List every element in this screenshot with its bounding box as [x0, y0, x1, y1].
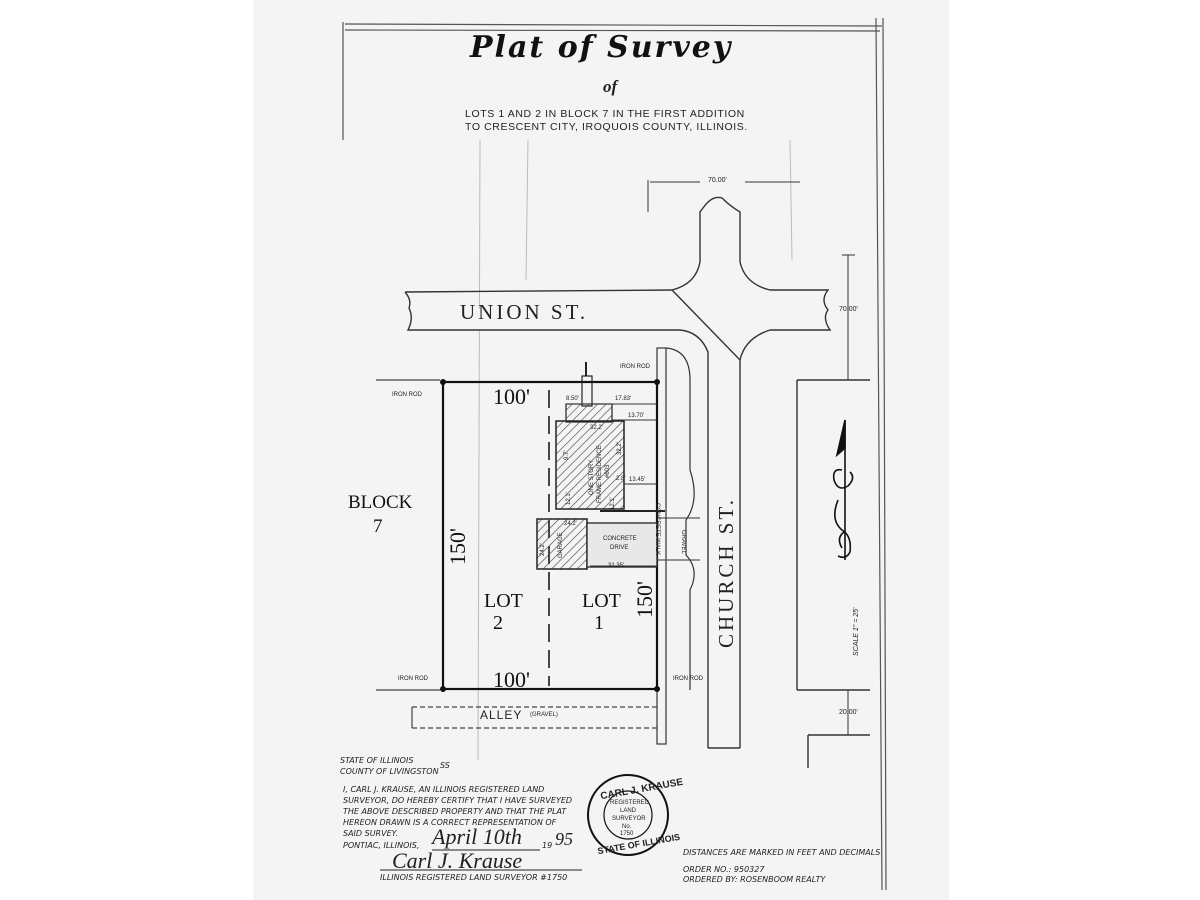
cert-state: STATE OF ILLINOIS	[340, 756, 414, 765]
cert-line1: I, CARL J. KRAUSE, AN ILLINOIS REGISTERE…	[343, 785, 545, 794]
note-order-number: ORDER NO.: 950327	[683, 865, 765, 874]
legal-description-line1: LOTS 1 AND 2 IN BLOCK 7 IN THE FIRST ADD…	[465, 108, 745, 120]
surveyor-signature: Carl J. Krause	[392, 848, 523, 873]
iron-rod-bottom-right: IRON ROD	[673, 676, 703, 682]
cert-place: PONTIAC, ILLINOIS,	[343, 841, 420, 850]
residence-label-3: #603	[605, 464, 611, 478]
dim-8-50: 8.50'	[566, 396, 579, 402]
dim-31-35: 31.35'	[608, 563, 625, 569]
dim-9-7: 9.7'	[564, 450, 570, 461]
note-ordered-by: ORDERED BY: ROSENBOOM REALTY	[683, 875, 826, 884]
dim-12-1-a: 12.1'	[566, 492, 572, 505]
concrete-drive-label-2: DRIVE	[610, 545, 629, 551]
cert-year-handwritten: 95	[555, 829, 573, 849]
alley-note: (GRAVEL)	[530, 712, 558, 718]
lot-2-label: LOT	[484, 590, 523, 612]
cert-line3: THE ABOVE DESCRIBED PROPERTY AND THAT TH…	[343, 807, 567, 816]
residence-label-1: ONE STORY	[589, 459, 595, 495]
cert-surveyor-line: ILLINOIS REGISTERED LAND SURVEYOR #1750	[380, 873, 568, 882]
lot-2-number: 2	[493, 612, 503, 634]
legal-description-line2: TO CRESCENT CITY, IROQUOIS COUNTY, ILLIN…	[465, 121, 748, 133]
street-width-right: 70.00'	[839, 306, 858, 313]
block-number: 7	[373, 516, 383, 537]
alley	[376, 379, 657, 729]
north-arrow-icon	[832, 419, 854, 560]
title-of: of	[603, 77, 618, 96]
dim-32-2-top: 32.2'	[590, 425, 603, 431]
dim-right: 150'	[632, 581, 657, 618]
cert-date-handwritten: April 10th	[432, 824, 522, 849]
alley-width: 20.00'	[839, 709, 858, 716]
cert-county: COUNTY OF LIVINGSTON	[340, 767, 439, 776]
iron-rod-bottom-left: IRON ROD	[398, 676, 428, 682]
dim-13-45: 13.45'	[629, 477, 646, 483]
cert-line2: SURVEYOR, DO HEREBY CERTIFY THAT I HAVE …	[343, 796, 573, 805]
survey-title: Plat of Survey	[470, 30, 733, 65]
street-width-top: 70.00'	[708, 177, 727, 184]
seal-inner-1: REGISTERED	[610, 800, 650, 806]
garage-label: GARAGE	[558, 532, 564, 558]
dim-17-83: 17.83'	[615, 396, 632, 402]
dim-2-8: 2.8'	[616, 476, 626, 482]
scale-label: SCALE 1" = 25'	[853, 607, 860, 656]
union-street	[404, 196, 832, 362]
iron-rod-top-left: IRON ROD	[392, 392, 422, 398]
dim-top: 100'	[493, 384, 530, 409]
concrete-drive	[586, 522, 658, 568]
surveyor-seal	[587, 774, 669, 856]
note-distances: DISTANCES ARE MARKED IN FEET AND DECIMAL…	[683, 848, 881, 857]
cert-ss: SS	[440, 761, 450, 770]
residence-building	[555, 362, 625, 510]
garage-building	[536, 518, 588, 570]
seal-inner-3: SURVEYOR	[612, 816, 646, 822]
residence-label-2: FRAME RESIDENCE	[597, 445, 603, 503]
iron-rod-top-right: IRON ROD	[620, 364, 650, 370]
dim-12-1-b: 12.1'	[610, 497, 616, 510]
seal-inner-2: LAND	[620, 808, 637, 814]
dim-24-2-b: 24.2'	[540, 543, 546, 556]
concrete-drive-label-1: CONCRETE	[603, 536, 637, 542]
cert-line4: HEREON DRAWN IS A CORRECT REPRESENTATION…	[343, 818, 557, 827]
lot-1-label: LOT	[582, 590, 621, 612]
cert-year-prefix: 19	[542, 841, 553, 850]
church-street-label: CHURCH ST.	[714, 497, 738, 648]
document-border	[342, 17, 887, 891]
alley-label: ALLEY	[480, 708, 523, 722]
concrete-walk-label: CONCRETE WALK	[654, 503, 660, 556]
seal-inner-5: 1750	[620, 831, 634, 837]
union-street-label: UNION ST.	[460, 300, 589, 324]
block-label: BLOCK	[348, 492, 413, 513]
dim-left: 150'	[445, 528, 470, 565]
dim-24-2-a: 24.2'	[564, 521, 577, 527]
lot-1-number: 1	[594, 612, 604, 634]
cert-line5: SAID SURVEY.	[343, 829, 399, 838]
seal-inner-4: No.	[622, 824, 632, 830]
dim-bottom: 100'	[493, 667, 530, 692]
gravel-label: GRAVEL	[680, 530, 686, 554]
dim-13-70: 13.70'	[628, 413, 645, 419]
church-street	[707, 360, 870, 768]
dim-32-2-side: 32.2'	[617, 442, 623, 455]
